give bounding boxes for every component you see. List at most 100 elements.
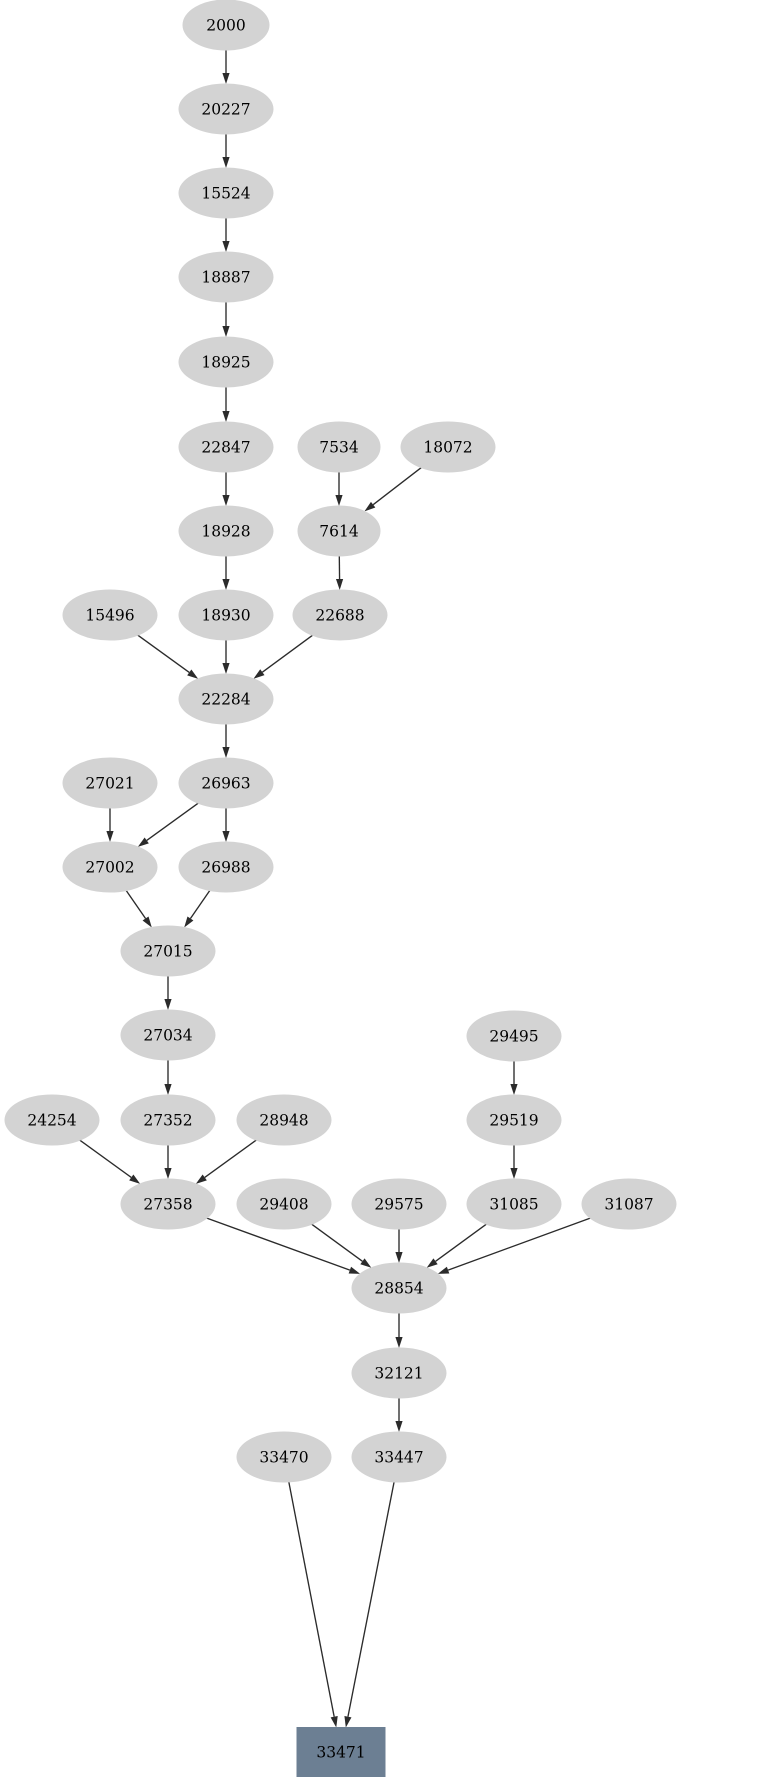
edge-arrowhead bbox=[222, 747, 230, 758]
graph-node[interactable]: 33470 bbox=[236, 1431, 332, 1483]
edge-arrowhead bbox=[222, 831, 230, 842]
node-ellipse-shape[interactable] bbox=[120, 1178, 216, 1230]
graph-node[interactable]: 2000 bbox=[182, 0, 270, 51]
edge-arrowhead bbox=[222, 73, 230, 84]
node-ellipse-shape[interactable] bbox=[292, 589, 388, 641]
edge-arrowhead bbox=[437, 1266, 450, 1274]
node-ellipse-shape[interactable] bbox=[178, 673, 274, 725]
graph-node[interactable]: 26963 bbox=[178, 757, 274, 809]
edge-line bbox=[189, 890, 211, 919]
graph-node[interactable]: 22847 bbox=[178, 421, 274, 473]
graph-node[interactable]: 29575 bbox=[351, 1178, 447, 1230]
node-ellipse-shape[interactable] bbox=[351, 1347, 447, 1399]
edge-arrowhead bbox=[222, 663, 230, 674]
edge-arrowhead bbox=[510, 1084, 518, 1095]
node-ellipse-shape[interactable] bbox=[4, 1094, 100, 1146]
node-ellipse-shape[interactable] bbox=[178, 336, 274, 388]
edge-arrowhead bbox=[395, 1337, 403, 1348]
edge-arrowhead bbox=[395, 1252, 403, 1263]
graph-node[interactable]: 22284 bbox=[178, 673, 274, 725]
edge-line bbox=[372, 467, 422, 506]
node-ellipse-shape[interactable] bbox=[466, 1178, 562, 1230]
node-ellipse-shape[interactable] bbox=[351, 1178, 447, 1230]
node-ellipse-shape[interactable] bbox=[236, 1178, 332, 1230]
graph-node[interactable]: 29495 bbox=[466, 1010, 562, 1062]
graph-node[interactable]: 20227 bbox=[178, 83, 274, 135]
node-ellipse-shape[interactable] bbox=[178, 251, 274, 303]
graph-node[interactable]: 27352 bbox=[120, 1094, 216, 1146]
node-ellipse-shape[interactable] bbox=[297, 505, 381, 557]
node-ellipse-shape[interactable] bbox=[236, 1431, 332, 1483]
node-ellipse-shape[interactable] bbox=[178, 505, 274, 557]
graph-edge bbox=[164, 1145, 172, 1179]
graph-edge bbox=[222, 472, 230, 506]
graph-node[interactable]: 31085 bbox=[466, 1178, 562, 1230]
node-ellipse-shape[interactable] bbox=[297, 421, 381, 473]
graph-edge bbox=[426, 1223, 487, 1268]
node-ellipse-shape[interactable] bbox=[182, 0, 270, 51]
node-ellipse-shape[interactable] bbox=[178, 167, 274, 219]
edge-arrowhead bbox=[187, 669, 199, 679]
graph-node[interactable]: 26988 bbox=[178, 841, 274, 893]
edge-arrowhead bbox=[330, 1716, 338, 1728]
graph-node[interactable]: 27034 bbox=[120, 1009, 216, 1061]
node-ellipse-shape[interactable] bbox=[400, 421, 496, 473]
graph-edge bbox=[311, 1223, 372, 1268]
graph-node[interactable]: 22688 bbox=[292, 589, 388, 641]
node-ellipse-shape[interactable] bbox=[120, 1009, 216, 1061]
graph-node[interactable]: 27021 bbox=[62, 757, 158, 809]
edge-arrowhead bbox=[348, 1266, 361, 1274]
edge-line bbox=[435, 1223, 487, 1262]
graph-node[interactable]: 33447 bbox=[351, 1431, 447, 1483]
node-ellipse-shape[interactable] bbox=[178, 841, 274, 893]
node-ellipse-shape[interactable] bbox=[351, 1262, 447, 1314]
graph-node[interactable]: 29408 bbox=[236, 1178, 332, 1230]
graph-node[interactable]: 32121 bbox=[351, 1347, 447, 1399]
graph-node[interactable]: 15524 bbox=[178, 167, 274, 219]
node-ellipse-shape[interactable] bbox=[581, 1178, 677, 1230]
node-ellipse-shape[interactable] bbox=[178, 421, 274, 473]
graph-node[interactable]: 27015 bbox=[120, 925, 216, 977]
graph-edge bbox=[164, 1060, 172, 1095]
node-ellipse-shape[interactable] bbox=[120, 925, 216, 977]
node-ellipse-shape[interactable] bbox=[466, 1010, 562, 1062]
graph-node[interactable]: 24254 bbox=[4, 1094, 100, 1146]
edge-line bbox=[311, 1223, 363, 1262]
graph-node[interactable]: 7614 bbox=[297, 505, 381, 557]
edge-arrowhead bbox=[222, 411, 230, 422]
edge-arrowhead bbox=[335, 578, 344, 590]
node-ellipse-shape[interactable] bbox=[62, 589, 158, 641]
graph-node[interactable]: 18930 bbox=[178, 589, 274, 641]
graph-node[interactable]: 27002 bbox=[62, 841, 158, 893]
node-ellipse-shape[interactable] bbox=[178, 83, 274, 135]
graph-node[interactable]: 18925 bbox=[178, 336, 274, 388]
graph-node[interactable]: 33471 bbox=[296, 1727, 386, 1777]
edge-arrowhead bbox=[195, 1174, 207, 1184]
node-ellipse-shape[interactable] bbox=[178, 757, 274, 809]
node-ellipse-shape[interactable] bbox=[62, 757, 158, 809]
node-ellipse-shape[interactable] bbox=[62, 841, 158, 893]
node-ellipse-shape[interactable] bbox=[178, 589, 274, 641]
node-box-shape[interactable] bbox=[296, 1727, 386, 1777]
graph-edge bbox=[253, 634, 313, 679]
node-ellipse-shape[interactable] bbox=[351, 1431, 447, 1483]
graph-node[interactable]: 28948 bbox=[236, 1094, 332, 1146]
graph-node[interactable]: 15496 bbox=[62, 589, 158, 641]
graph-node[interactable]: 18887 bbox=[178, 251, 274, 303]
graph-node[interactable]: 18072 bbox=[400, 421, 496, 473]
graph-node[interactable]: 29519 bbox=[466, 1094, 562, 1146]
node-ellipse-shape[interactable] bbox=[120, 1094, 216, 1146]
graph-edge bbox=[335, 472, 343, 506]
node-ellipse-shape[interactable] bbox=[236, 1094, 332, 1146]
graph-node[interactable]: 18928 bbox=[178, 505, 274, 557]
nodes-layer: 2000 20227 15524 18887 18925 22847 7534 18072 18… bbox=[4, 0, 677, 1777]
graph-node[interactable]: 7534 bbox=[297, 421, 381, 473]
graph-node[interactable]: 28854 bbox=[351, 1262, 447, 1314]
graph-node[interactable]: 31087 bbox=[581, 1178, 677, 1230]
edge-line bbox=[288, 1481, 335, 1717]
edge-arrowhead bbox=[184, 916, 194, 928]
edge-arrowhead bbox=[222, 157, 230, 168]
graph-node[interactable]: 27358 bbox=[120, 1178, 216, 1230]
node-ellipse-shape[interactable] bbox=[466, 1094, 562, 1146]
